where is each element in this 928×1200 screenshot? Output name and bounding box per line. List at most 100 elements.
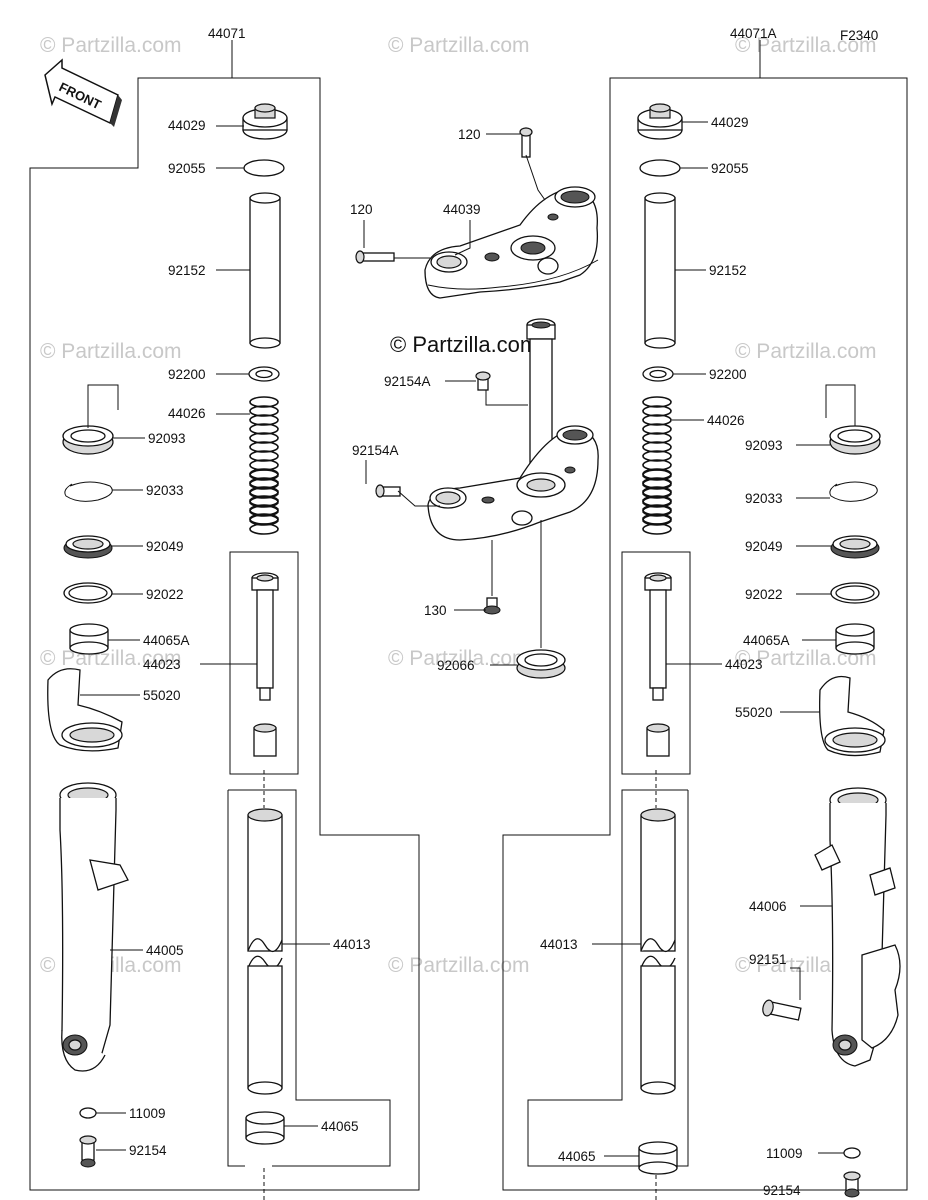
bushing-44065a-right bbox=[835, 623, 875, 655]
label-right-outer-tube: 44006 bbox=[749, 899, 787, 914]
label-right-gasket: 11009 bbox=[766, 1146, 803, 1161]
label-left-spring: 44026 bbox=[168, 406, 206, 421]
label-left-bushing: 44065A bbox=[143, 633, 190, 648]
outer-tube-left bbox=[59, 782, 129, 1072]
retaining-clip-left bbox=[64, 481, 113, 502]
leader-lines bbox=[80, 121, 856, 1191]
left-fork-parts bbox=[47, 103, 288, 1168]
spacer-tube-left bbox=[249, 192, 281, 349]
part-labels: 44029 92055 92152 92200 44026 92093 9203… bbox=[129, 115, 803, 1198]
label-right-spring: 44026 bbox=[707, 413, 745, 428]
side-bolt-120 bbox=[355, 250, 395, 264]
right-fork-parts bbox=[637, 103, 901, 1198]
oil-seal-left bbox=[63, 535, 113, 559]
label-right-washer2: 92022 bbox=[745, 587, 783, 602]
dust-seal-right bbox=[829, 425, 881, 455]
label-right-side-bolt: 92151 bbox=[749, 952, 787, 967]
watermark: © Partzilla.com bbox=[40, 340, 182, 363]
o-ring-left bbox=[243, 159, 285, 177]
bottom-bolt-right bbox=[843, 1171, 861, 1198]
label-right-oil-seal: 92049 bbox=[745, 539, 783, 554]
label-left-cap: 44029 bbox=[168, 118, 206, 133]
front-arrow-icon: FRONT bbox=[44, 58, 122, 127]
retaining-clip-right bbox=[829, 481, 878, 502]
label-right-washer: 92200 bbox=[709, 367, 747, 382]
label-left-clip: 92033 bbox=[146, 483, 184, 498]
label-center-bolt-a1: 92154A bbox=[384, 374, 431, 389]
label-right-dust-seal: 92093 bbox=[745, 438, 783, 453]
label-right-spacer-tube: 92152 bbox=[709, 263, 747, 278]
washer-92022-left bbox=[63, 582, 113, 604]
outer-tube-right bbox=[814, 787, 901, 1067]
figure-code: F2340 bbox=[840, 28, 878, 43]
seal-92066 bbox=[516, 649, 566, 679]
label-right-bushing2: 44065 bbox=[558, 1149, 596, 1164]
label-center-bolt-a2: 92154A bbox=[352, 443, 399, 458]
bolt-130 bbox=[483, 597, 501, 615]
label-left-inner-tube: 44013 bbox=[333, 937, 371, 952]
center-parts bbox=[355, 127, 599, 679]
fork-cap-bolt-left bbox=[242, 103, 288, 140]
gasket-right bbox=[843, 1147, 861, 1159]
watermark-center: © Partzilla.com bbox=[390, 332, 538, 357]
watermark: © Partzilla.com bbox=[388, 954, 530, 977]
label-center-bolt-bottom: 130 bbox=[424, 603, 447, 618]
inner-tube-left bbox=[247, 808, 283, 1095]
label-right-cap: 44029 bbox=[711, 115, 749, 130]
inner-tube-right bbox=[640, 808, 676, 1095]
label-left-damper: 44023 bbox=[143, 657, 181, 672]
fork-guard-left bbox=[47, 668, 123, 752]
bottom-bolt-left bbox=[79, 1135, 97, 1168]
label-right-damper: 44023 bbox=[725, 657, 763, 672]
damper-rod-right bbox=[644, 572, 672, 757]
steering-stem-lower-bracket bbox=[427, 318, 599, 541]
label-right-guard: 55020 bbox=[735, 705, 773, 720]
label-right-inner-tube: 44013 bbox=[540, 937, 578, 952]
side-bolt-right bbox=[762, 999, 802, 1021]
label-left-washer2: 92022 bbox=[146, 587, 184, 602]
watermark: © Partzilla.com bbox=[735, 340, 877, 363]
label-right-clip: 92033 bbox=[745, 491, 783, 506]
bolt-92154a-lower bbox=[375, 484, 401, 498]
label-left-guard: 55020 bbox=[143, 688, 181, 703]
label-center-upper-bracket: 44039 bbox=[443, 202, 481, 217]
bushing-44065a-left bbox=[69, 623, 109, 655]
bushing-44065-left bbox=[245, 1111, 285, 1145]
o-ring-right bbox=[639, 159, 681, 177]
washer-92200-right bbox=[642, 366, 674, 382]
label-right-bolt: 92154 bbox=[763, 1183, 801, 1198]
label-left-bolt: 92154 bbox=[129, 1143, 167, 1158]
upper-bracket-44039 bbox=[424, 186, 599, 299]
label-left-spacer-tube: 92152 bbox=[168, 263, 206, 278]
label-center-seal: 92066 bbox=[437, 658, 475, 673]
assembly-label-right: 44071A bbox=[730, 26, 777, 41]
label-right-bushing: 44065A bbox=[743, 633, 790, 648]
dust-seal-left bbox=[62, 425, 114, 455]
assembly-frames bbox=[29, 40, 908, 1200]
watermark: © Partzilla.com bbox=[388, 34, 530, 57]
watermark: © Partzilla.com bbox=[735, 34, 877, 57]
label-left-oil-seal: 92049 bbox=[146, 539, 184, 554]
oil-seal-right bbox=[830, 535, 880, 559]
label-center-bolt-top: 120 bbox=[458, 127, 481, 142]
label-center-bolt-left: 120 bbox=[350, 202, 373, 217]
fork-cap-bolt-right bbox=[637, 103, 683, 140]
watermark: © Partzilla.com bbox=[388, 647, 530, 670]
label-left-oring: 92055 bbox=[168, 161, 206, 176]
washer-92200-left bbox=[248, 366, 280, 382]
label-left-washer: 92200 bbox=[168, 367, 206, 382]
spacer-tube-right bbox=[644, 192, 676, 349]
bushing-44065-right bbox=[638, 1141, 678, 1175]
label-left-dust-seal: 92093 bbox=[148, 431, 186, 446]
assembly-label-left: 44071 bbox=[208, 26, 246, 41]
washer-92022-right bbox=[830, 582, 880, 604]
gasket-left bbox=[79, 1107, 97, 1119]
fork-spring-right bbox=[642, 396, 672, 535]
upper-bolt-120 bbox=[519, 127, 533, 158]
bolt-92154a-upper bbox=[475, 371, 491, 391]
label-left-gasket: 11009 bbox=[129, 1106, 166, 1121]
label-left-bushing2: 44065 bbox=[321, 1119, 359, 1134]
label-left-outer-tube: 44005 bbox=[146, 943, 184, 958]
fork-guard-right bbox=[819, 675, 886, 757]
